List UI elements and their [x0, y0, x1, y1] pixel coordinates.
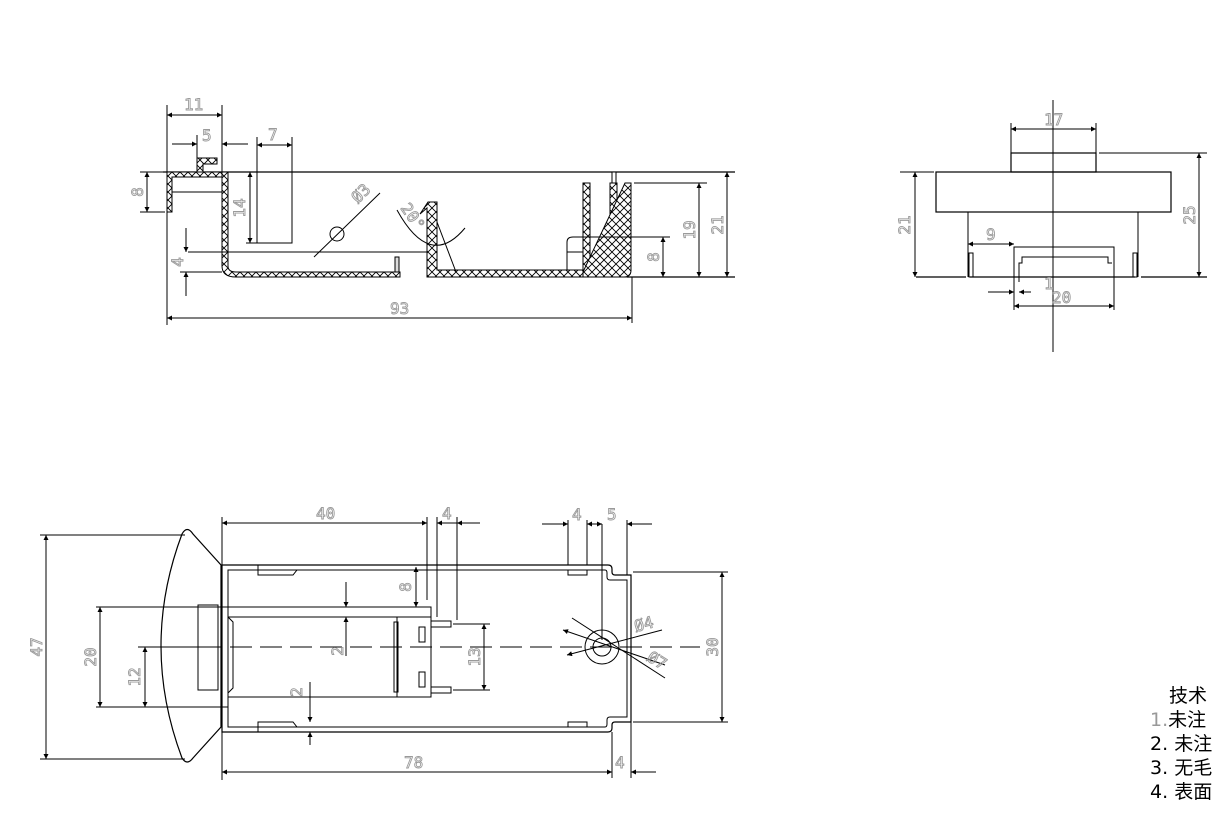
note-item: 3. 无毛	[1150, 757, 1213, 779]
dim-19: 19	[680, 220, 699, 239]
dim-20-top: 20	[81, 647, 100, 666]
dim-93: 93	[390, 299, 409, 318]
dim-4-b: 4	[572, 505, 582, 524]
dim-5: 5	[202, 126, 212, 145]
dim-12: 12	[125, 667, 144, 686]
dim-8-hook: 8	[128, 187, 147, 197]
dim-9: 9	[986, 225, 996, 244]
note-item: 1.未注	[1150, 709, 1207, 731]
dim-25: 25	[1180, 205, 1199, 224]
dim-20-end: 20	[1052, 288, 1071, 307]
dim-30: 30	[703, 637, 722, 656]
dim-5-top: 5	[607, 505, 617, 524]
dim-2-a: 2	[328, 646, 347, 656]
end-view: 17 21 25 9 1 20	[895, 100, 1207, 352]
dim-1: 1	[1044, 274, 1054, 293]
dim-7: 7	[268, 125, 278, 144]
note-item: 2. 未注	[1150, 733, 1213, 755]
dim-47: 47	[27, 637, 46, 656]
side-section-view: 11 5 7 8 14 4 Ø3 20° 8 19 21 93	[128, 95, 735, 325]
dim-17: 17	[1044, 110, 1063, 129]
dim-21-end: 21	[895, 215, 914, 234]
dim-dia7: Ø7	[644, 647, 670, 673]
note-item: 4. 表面	[1150, 781, 1213, 803]
dim-4: 4	[168, 257, 187, 267]
dim-40: 40	[316, 504, 335, 523]
dim-2-b: 2	[287, 687, 306, 697]
dim-14: 14	[230, 198, 249, 217]
dim-8-right: 8	[644, 252, 663, 262]
dim-11: 11	[184, 95, 203, 114]
dim-21: 21	[708, 215, 727, 234]
dim-13: 13	[465, 647, 484, 666]
dim-8-top: 8	[396, 582, 415, 592]
dim-4-a: 4	[442, 504, 452, 523]
top-view: 47 20 12 40 4 4 5 8 2 2 13 Ø4 Ø7 30 78	[27, 504, 728, 780]
technical-notes: 技术 1.未注 2. 未注 3. 无毛 4. 表面	[1150, 684, 1212, 804]
dim-78: 78	[404, 753, 423, 772]
dim-4-c: 4	[615, 753, 625, 772]
notes-title: 技术	[1169, 685, 1208, 707]
dim-angle20: 20°	[397, 199, 429, 234]
